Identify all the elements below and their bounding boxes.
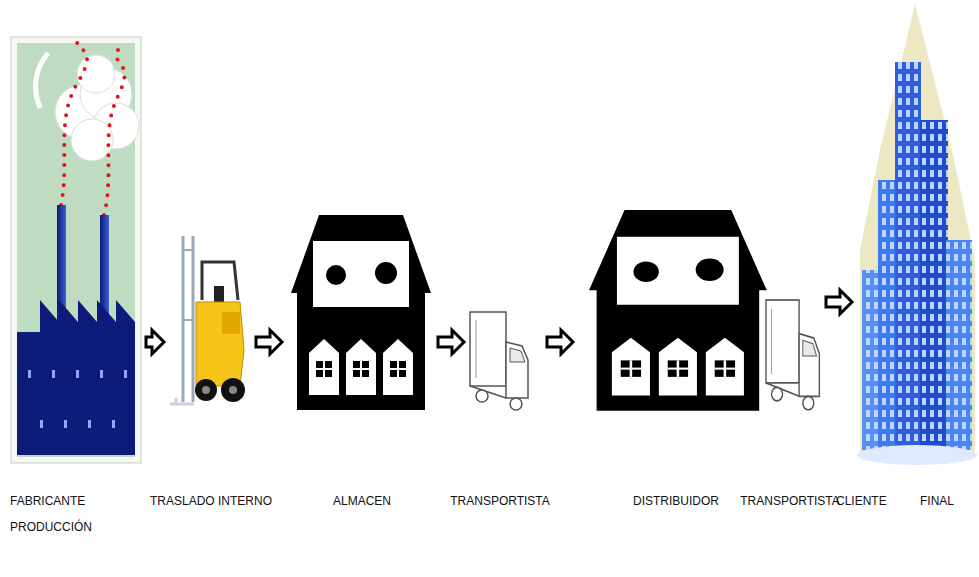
stage-caption: ALMACEN — [333, 488, 391, 514]
stage-caption: CLIENTE FINAL — [836, 488, 954, 514]
stage-caption: TRANSPORTISTA — [740, 488, 840, 514]
truck-picture — [766, 300, 819, 410]
flow-arrow — [146, 330, 164, 354]
factory-picture — [11, 37, 141, 463]
distributor-picture — [589, 210, 767, 411]
stage-caption: TRASLADO INTERNO — [150, 488, 272, 514]
forklift-picture — [170, 236, 245, 404]
truck-picture — [470, 312, 528, 410]
stage-node: CLIENTE FINAL — [858, 4, 976, 464]
stage-node: FABRICANTE PRODUCCIÓN — [10, 36, 142, 464]
flow-arrow — [256, 330, 282, 354]
stage-node: ALMACEN — [290, 214, 434, 412]
stage-caption: DISTRIBUIDOR — [633, 488, 719, 514]
stage-node: TRANSPORTISTA — [770, 298, 820, 418]
stage-node: TRASLADO INTERNO — [168, 232, 248, 408]
flow-arrow — [547, 330, 573, 354]
city-picture — [857, 4, 977, 465]
stage-node: DISTRIBUIDOR — [588, 208, 768, 412]
warehouse-picture — [291, 215, 431, 410]
stage-caption: FABRICANTE PRODUCCIÓN — [10, 488, 105, 540]
flow-arrow — [826, 290, 852, 314]
stage-caption: TRANSPORTISTA — [450, 488, 550, 514]
flow-arrow — [438, 330, 464, 354]
stage-node: TRANSPORTISTA — [468, 305, 532, 415]
